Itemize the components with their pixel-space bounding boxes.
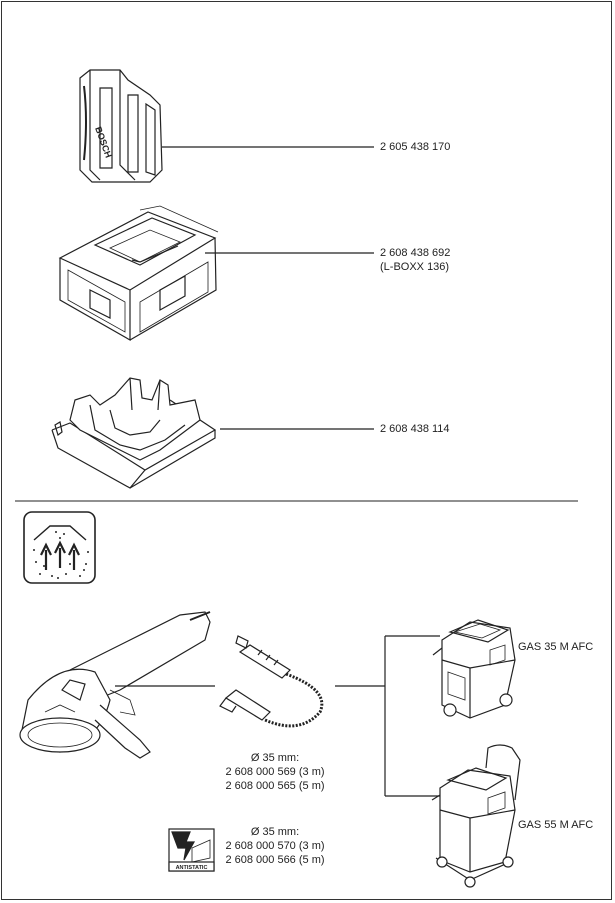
dust-extraction-icon — [23, 511, 96, 584]
hose-part-number: 2 608 000 569 (3 m) — [225, 766, 325, 778]
hose-part-number: 2 608 000 565 (5 m) — [225, 780, 325, 792]
carrying-case-icon: BOSCH — [79, 69, 163, 183]
part-note: (L-BOXX 136) — [380, 261, 450, 273]
part-number: 2 608 438 692 — [380, 247, 451, 259]
l-boxx-icon — [58, 205, 219, 342]
hose-diameter: Ø 35 mm: — [250, 826, 300, 838]
angle-grinder-icon — [19, 611, 211, 759]
hose-part-number: 2 608 000 566 (5 m) — [225, 854, 325, 866]
part-number: 2 608 438 114 — [380, 423, 450, 435]
hose-part-number: 2 608 000 570 (3 m) — [225, 840, 325, 852]
hose-diameter: Ø 35 mm: — [250, 752, 300, 764]
vacuum-cleaner-icon — [432, 619, 516, 719]
part-number: 2 605 438 170 — [380, 141, 451, 153]
vacuum-name: GAS 35 M AFC — [518, 641, 594, 653]
vacuum-cleaner-icon — [431, 744, 521, 888]
vacuum-name: GAS 55 M AFC — [518, 819, 594, 831]
case-insert-icon — [51, 377, 217, 489]
antistatic-icon — [168, 828, 215, 872]
extraction-hose-icon — [219, 635, 324, 728]
antistatic-label: ANTISTATIC — [176, 865, 208, 871]
